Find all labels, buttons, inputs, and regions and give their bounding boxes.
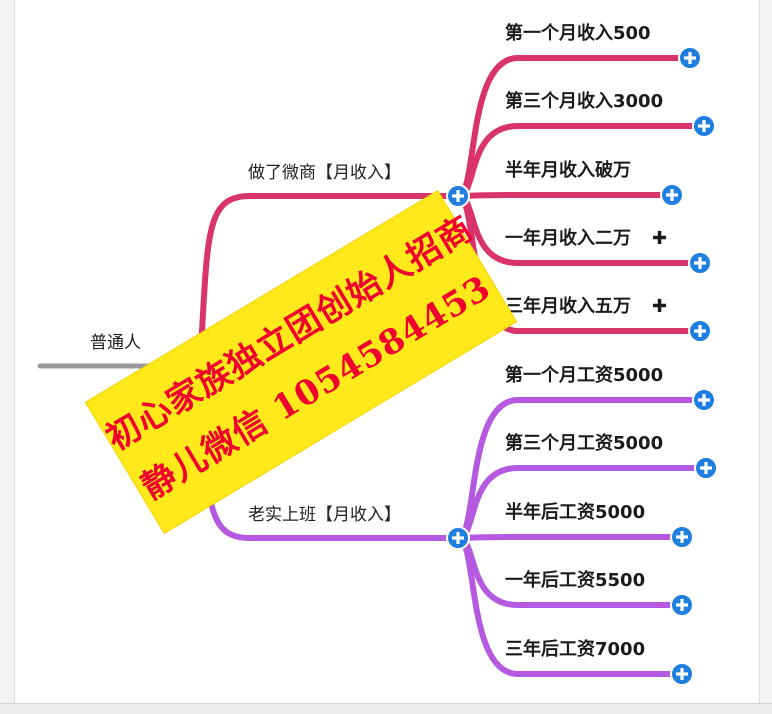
expand-button-weishang[interactable] bbox=[446, 184, 470, 208]
root-label: 普通人 bbox=[90, 333, 141, 353]
plus-icon bbox=[676, 599, 688, 611]
plus-icon bbox=[694, 325, 706, 337]
leaf-line-weishang-3 bbox=[455, 192, 675, 199]
leaf-label-weishang-5: 三年月收入五万 bbox=[505, 295, 631, 317]
branch-line-weishang bbox=[197, 193, 461, 369]
plus-icon bbox=[694, 257, 706, 269]
leaf-label-weishang-1: 第一个月收入500 bbox=[505, 22, 651, 44]
leaf-label-weishang-3: 半年月收入破万 bbox=[505, 159, 631, 181]
expand-button-shangban-3[interactable] bbox=[670, 525, 694, 549]
branch-label-weishang: 做了微商【月收入】 bbox=[248, 163, 401, 183]
expand-button-weishang-1[interactable] bbox=[678, 46, 702, 70]
plus-icon bbox=[452, 532, 464, 544]
leaf-label-shangban-1: 第一个月工资5000 bbox=[505, 364, 663, 386]
leaf-label-shangban-4: 一年后工资5500 bbox=[505, 569, 645, 591]
leaf-label-weishang-2: 第三个月收入3000 bbox=[505, 90, 663, 112]
plus-icon: ✚ bbox=[652, 228, 667, 249]
plus-icon bbox=[698, 120, 710, 132]
plus-icon bbox=[698, 394, 710, 406]
plus-icon bbox=[676, 531, 688, 543]
leaf-line-shangban-3 bbox=[455, 534, 685, 541]
leaf-label-weishang-4: 一年月收入二万 bbox=[505, 227, 631, 249]
leaf-label-shangban-2: 第三个月工资5000 bbox=[505, 432, 663, 454]
plus-icon bbox=[666, 189, 678, 201]
expand-button-weishang-3[interactable] bbox=[660, 183, 684, 207]
window-left-edge bbox=[0, 0, 15, 714]
expand-button-weishang-5[interactable] bbox=[688, 319, 712, 343]
window-bottom-edge bbox=[0, 703, 772, 714]
plus-icon bbox=[452, 190, 464, 202]
expand-button-shangban[interactable] bbox=[446, 526, 470, 550]
branch-label-shangban: 老实上班【月收入】 bbox=[248, 505, 401, 525]
expand-button-weishang-2[interactable] bbox=[692, 114, 716, 138]
plus-icon: ✚ bbox=[652, 296, 667, 317]
expand-button-shangban-1[interactable] bbox=[692, 388, 716, 412]
expand-button-shangban-2[interactable] bbox=[694, 456, 718, 480]
leaf-label-shangban-5: 三年后工资7000 bbox=[505, 638, 645, 660]
expand-button-shangban-4[interactable] bbox=[670, 593, 694, 617]
plus-icon bbox=[684, 52, 696, 64]
expand-button-weishang-4[interactable] bbox=[688, 251, 712, 275]
window-right-edge bbox=[759, 0, 772, 714]
expand-button-shangban-5[interactable] bbox=[670, 662, 694, 686]
plus-icon bbox=[700, 462, 712, 474]
plus-icon bbox=[676, 668, 688, 680]
leaf-label-shangban-3: 半年后工资5000 bbox=[505, 501, 645, 523]
